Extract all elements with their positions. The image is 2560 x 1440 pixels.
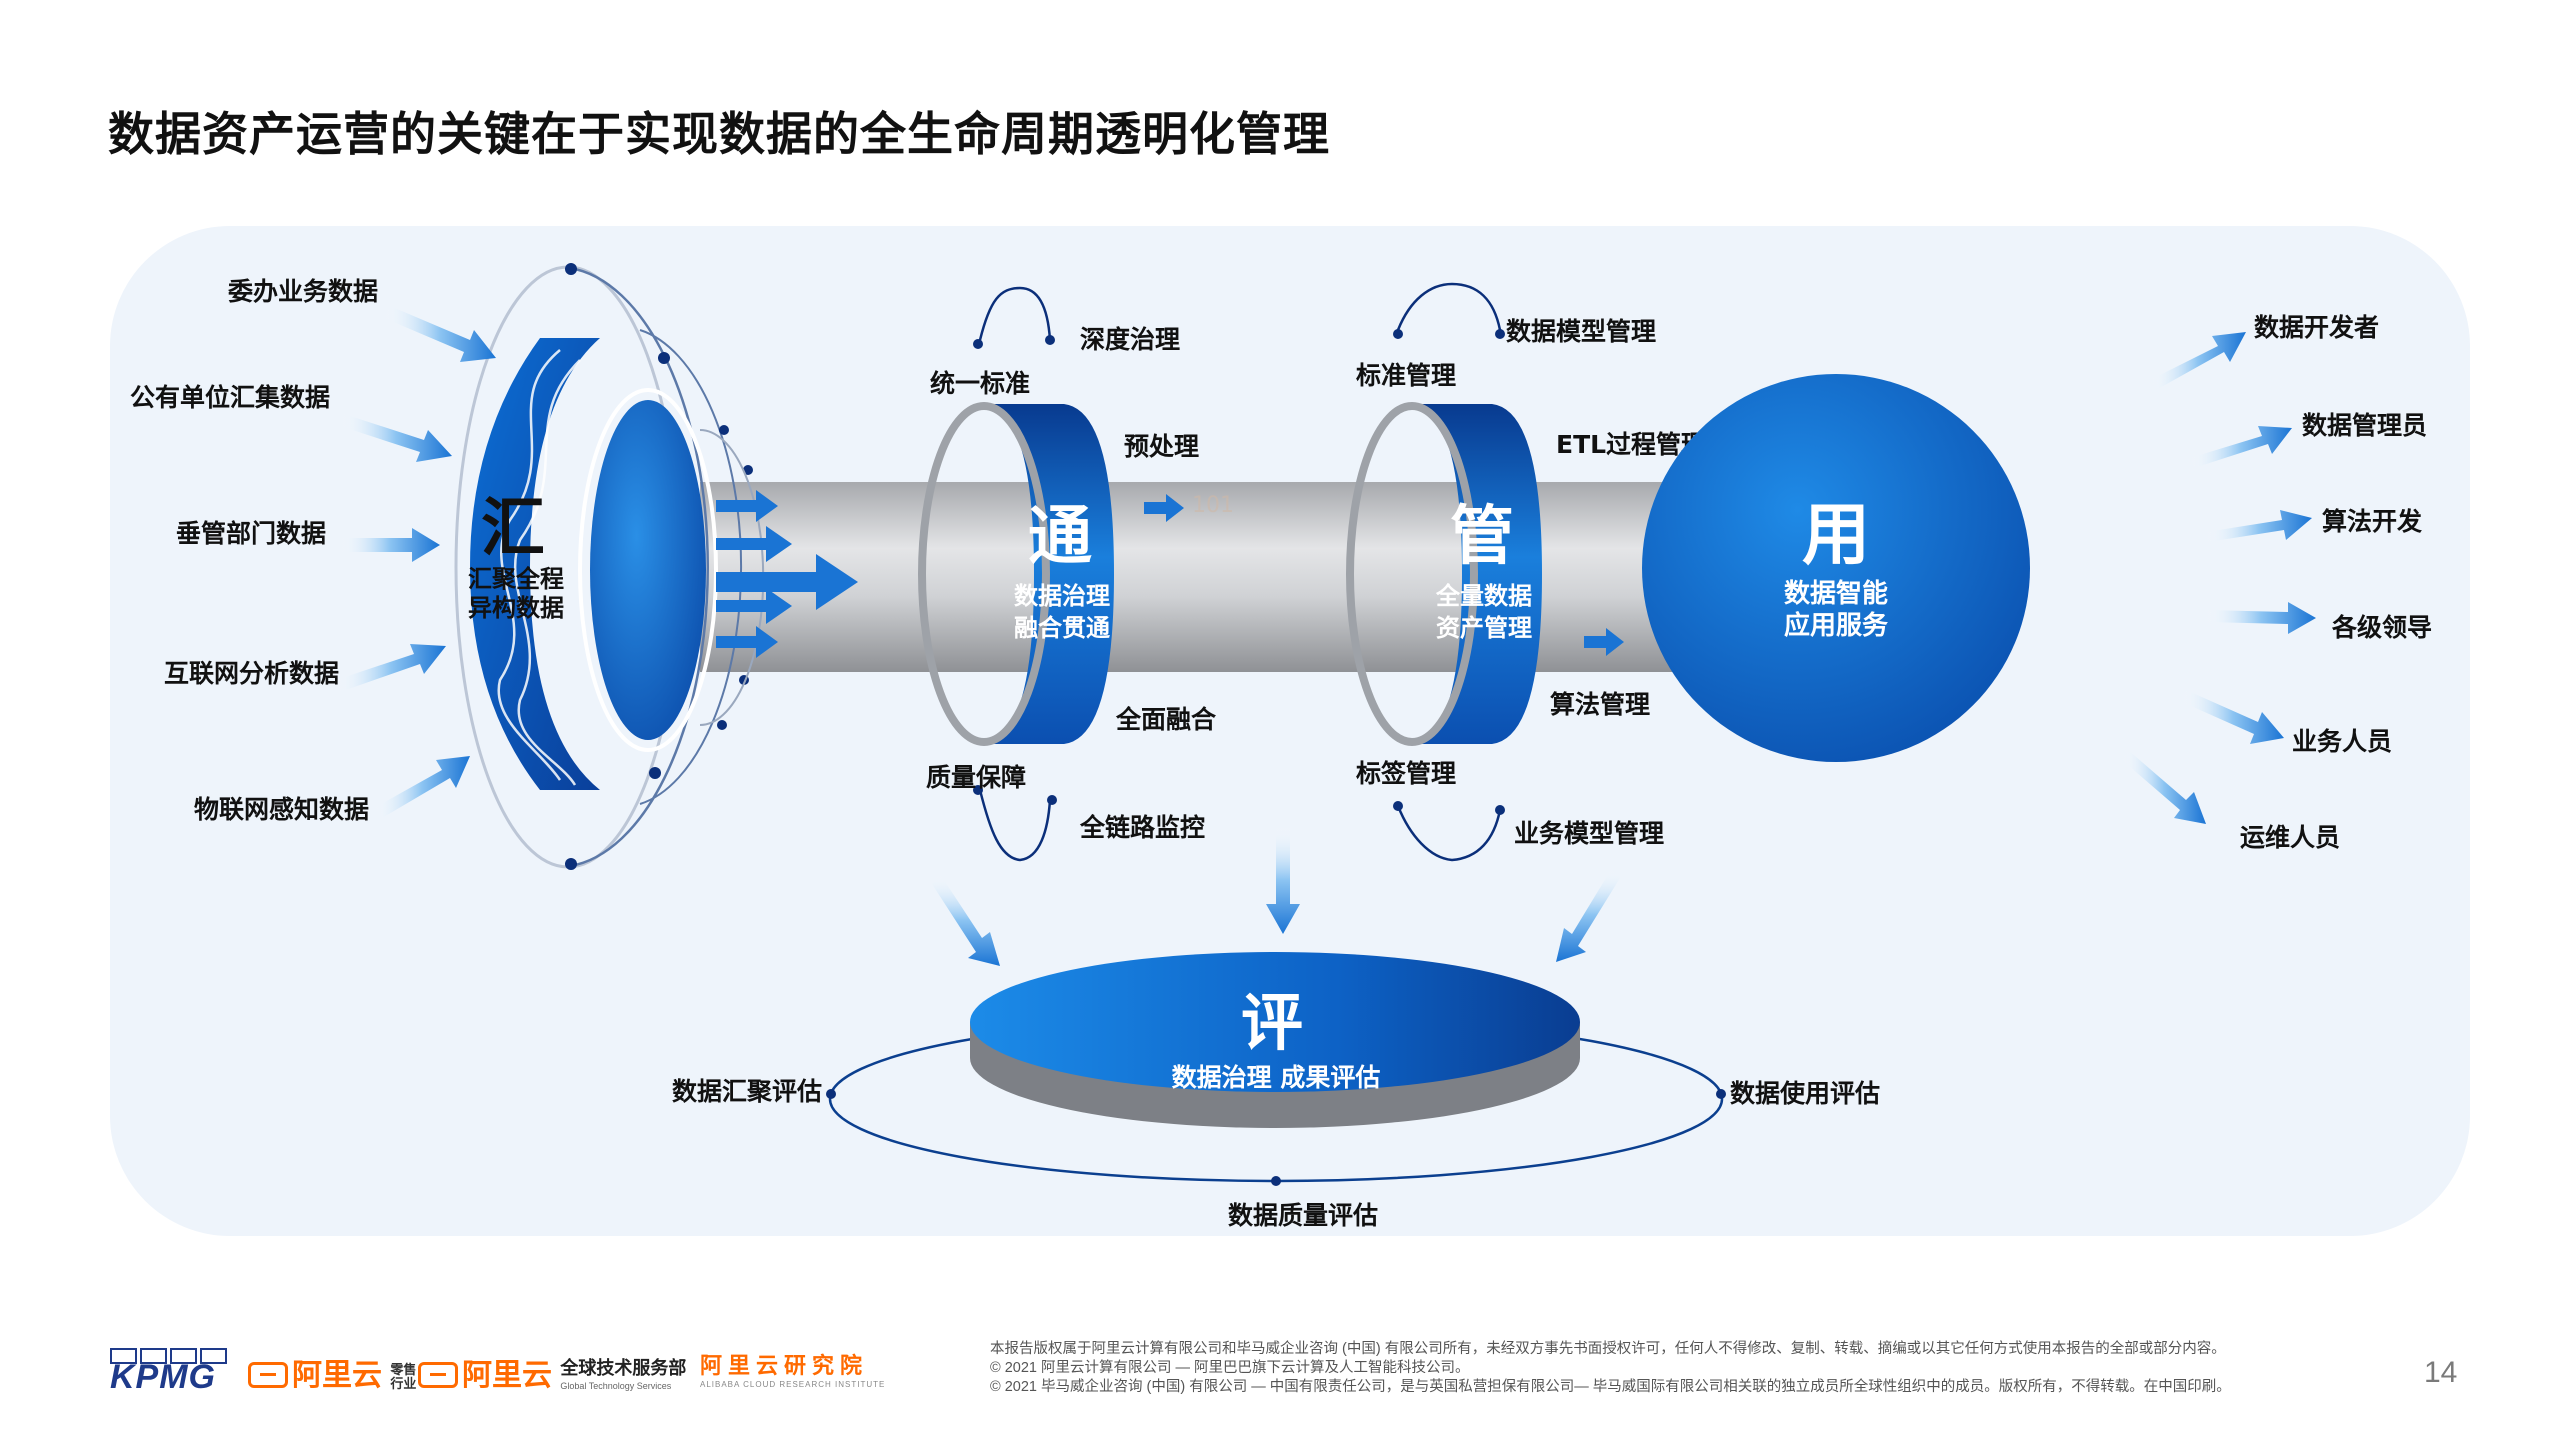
source-label-5: 物联网感知数据 xyxy=(194,795,369,824)
source-arrows xyxy=(336,306,496,818)
source-label-2: 公有单位汇集数据 xyxy=(130,383,330,412)
consumer-label-4: 各级领导 xyxy=(2331,613,2432,642)
consumer-label-2: 数据管理员 xyxy=(2302,411,2427,440)
ping-label-3: 数据质量评估 xyxy=(1228,1201,1378,1230)
source-label-4: 互联网分析数据 xyxy=(164,659,339,688)
tong-orbit xyxy=(978,286,1052,862)
aliyun-retail-logo: 阿里云 零售行业 xyxy=(248,1350,416,1394)
yong-char: 用 xyxy=(1802,496,1870,575)
legal-line: © 2021 阿里云计算有限公司 — 阿里巴巴旗下云计算及人工智能科技公司。 xyxy=(990,1360,1470,1376)
tong-desc-1: 数据治理 xyxy=(1014,582,1110,610)
evaluation-arrows xyxy=(932,826,1620,966)
hui-disc xyxy=(590,400,706,740)
guan-label-1: 数据模型管理 xyxy=(1506,317,1656,346)
ping-platform-top xyxy=(970,952,1580,1092)
guan-label-5: 标签管理 xyxy=(1356,759,1456,788)
guan-desc-1: 全量数据 xyxy=(1435,582,1532,610)
guan-char: 管 xyxy=(1450,500,1514,574)
guan-orbit xyxy=(1396,282,1502,862)
tong-label-6: 全链路监控 xyxy=(1079,813,1205,842)
guan-label-6: 业务模型管理 xyxy=(1514,819,1664,848)
hui-desc-2: 异构数据 xyxy=(468,594,564,622)
tong-desc-2: 融合贯通 xyxy=(1014,614,1110,642)
hui-char: 汇 xyxy=(481,492,545,566)
tong-label-3: 预处理 xyxy=(1124,432,1199,461)
hui-data-waves xyxy=(497,349,581,786)
legal-line: © 2021 毕马威企业咨询 (中国) 有限公司 — 中国有限责任公司，是与英国… xyxy=(990,1379,2231,1395)
tong-char: 通 xyxy=(1028,500,1092,574)
aliyun-gts-logo: 阿里云 全球技术服务部 Global Technology Services xyxy=(418,1350,686,1395)
guan-desc-2: 资产管理 xyxy=(1436,614,1532,642)
ghost-binary: 101 xyxy=(1192,493,1234,518)
yong-desc-2: 应用服务 xyxy=(1784,610,1888,641)
page-number: 14 xyxy=(2424,1356,2458,1389)
legal-notice: 本报告版权属于阿里云计算有限公司和毕马威企业咨询 (中国) 有限公司所有，未经双… xyxy=(990,1340,2390,1397)
tong-label-4: 全面融合 xyxy=(1115,705,1217,734)
ping-label-1: 数据汇聚评估 xyxy=(672,1077,822,1106)
consumer-label-5: 业务人员 xyxy=(2292,727,2392,756)
consumer-label-3: 算法开发 xyxy=(2322,507,2422,536)
source-label-1: 委办业务数据 xyxy=(227,277,378,306)
ping-desc: 数据治理 成果评估 xyxy=(1172,1063,1381,1092)
guan-label-4: 算法管理 xyxy=(1550,690,1650,719)
page-title: 数据资产运营的关键在于实现数据的全生命周期透明化管理 xyxy=(108,107,1330,161)
tong-label-5: 质量保障 xyxy=(926,763,1026,792)
aliyun-research-logo: 阿里云研究院 ALIBABA CLOUD RESEARCH INSTITUTE xyxy=(700,1353,886,1389)
tong-label-2: 统一标准 xyxy=(930,369,1030,398)
ping-label-2: 数据使用评估 xyxy=(1730,1079,1880,1108)
consumer-label-1: 数据开发者 xyxy=(2254,313,2379,342)
yong-sphere xyxy=(1642,374,2030,762)
legal-line: 本报告版权属于阿里云计算有限公司和毕马威企业咨询 (中国) 有限公司所有，未经双… xyxy=(990,1341,2226,1357)
guan-label-2: 标准管理 xyxy=(1356,361,1456,390)
pipe-arrow xyxy=(1144,494,1184,522)
hui-desc-1: 汇聚全程 xyxy=(468,565,564,593)
source-label-3: 垂管部门数据 xyxy=(176,519,326,548)
yong-desc-1: 数据智能 xyxy=(1784,578,1888,609)
tong-label-1: 深度治理 xyxy=(1080,325,1180,354)
pipe-arrow xyxy=(1584,628,1624,656)
pipe-inflow-arrows xyxy=(716,490,858,658)
hui-rings xyxy=(454,263,765,870)
ping-char: 评 xyxy=(1241,986,1303,1059)
consumer-arrows xyxy=(2122,332,2316,824)
kpmg-logo: KPMG xyxy=(110,1348,227,1397)
consumer-label-6: 运维人员 xyxy=(2240,823,2340,852)
